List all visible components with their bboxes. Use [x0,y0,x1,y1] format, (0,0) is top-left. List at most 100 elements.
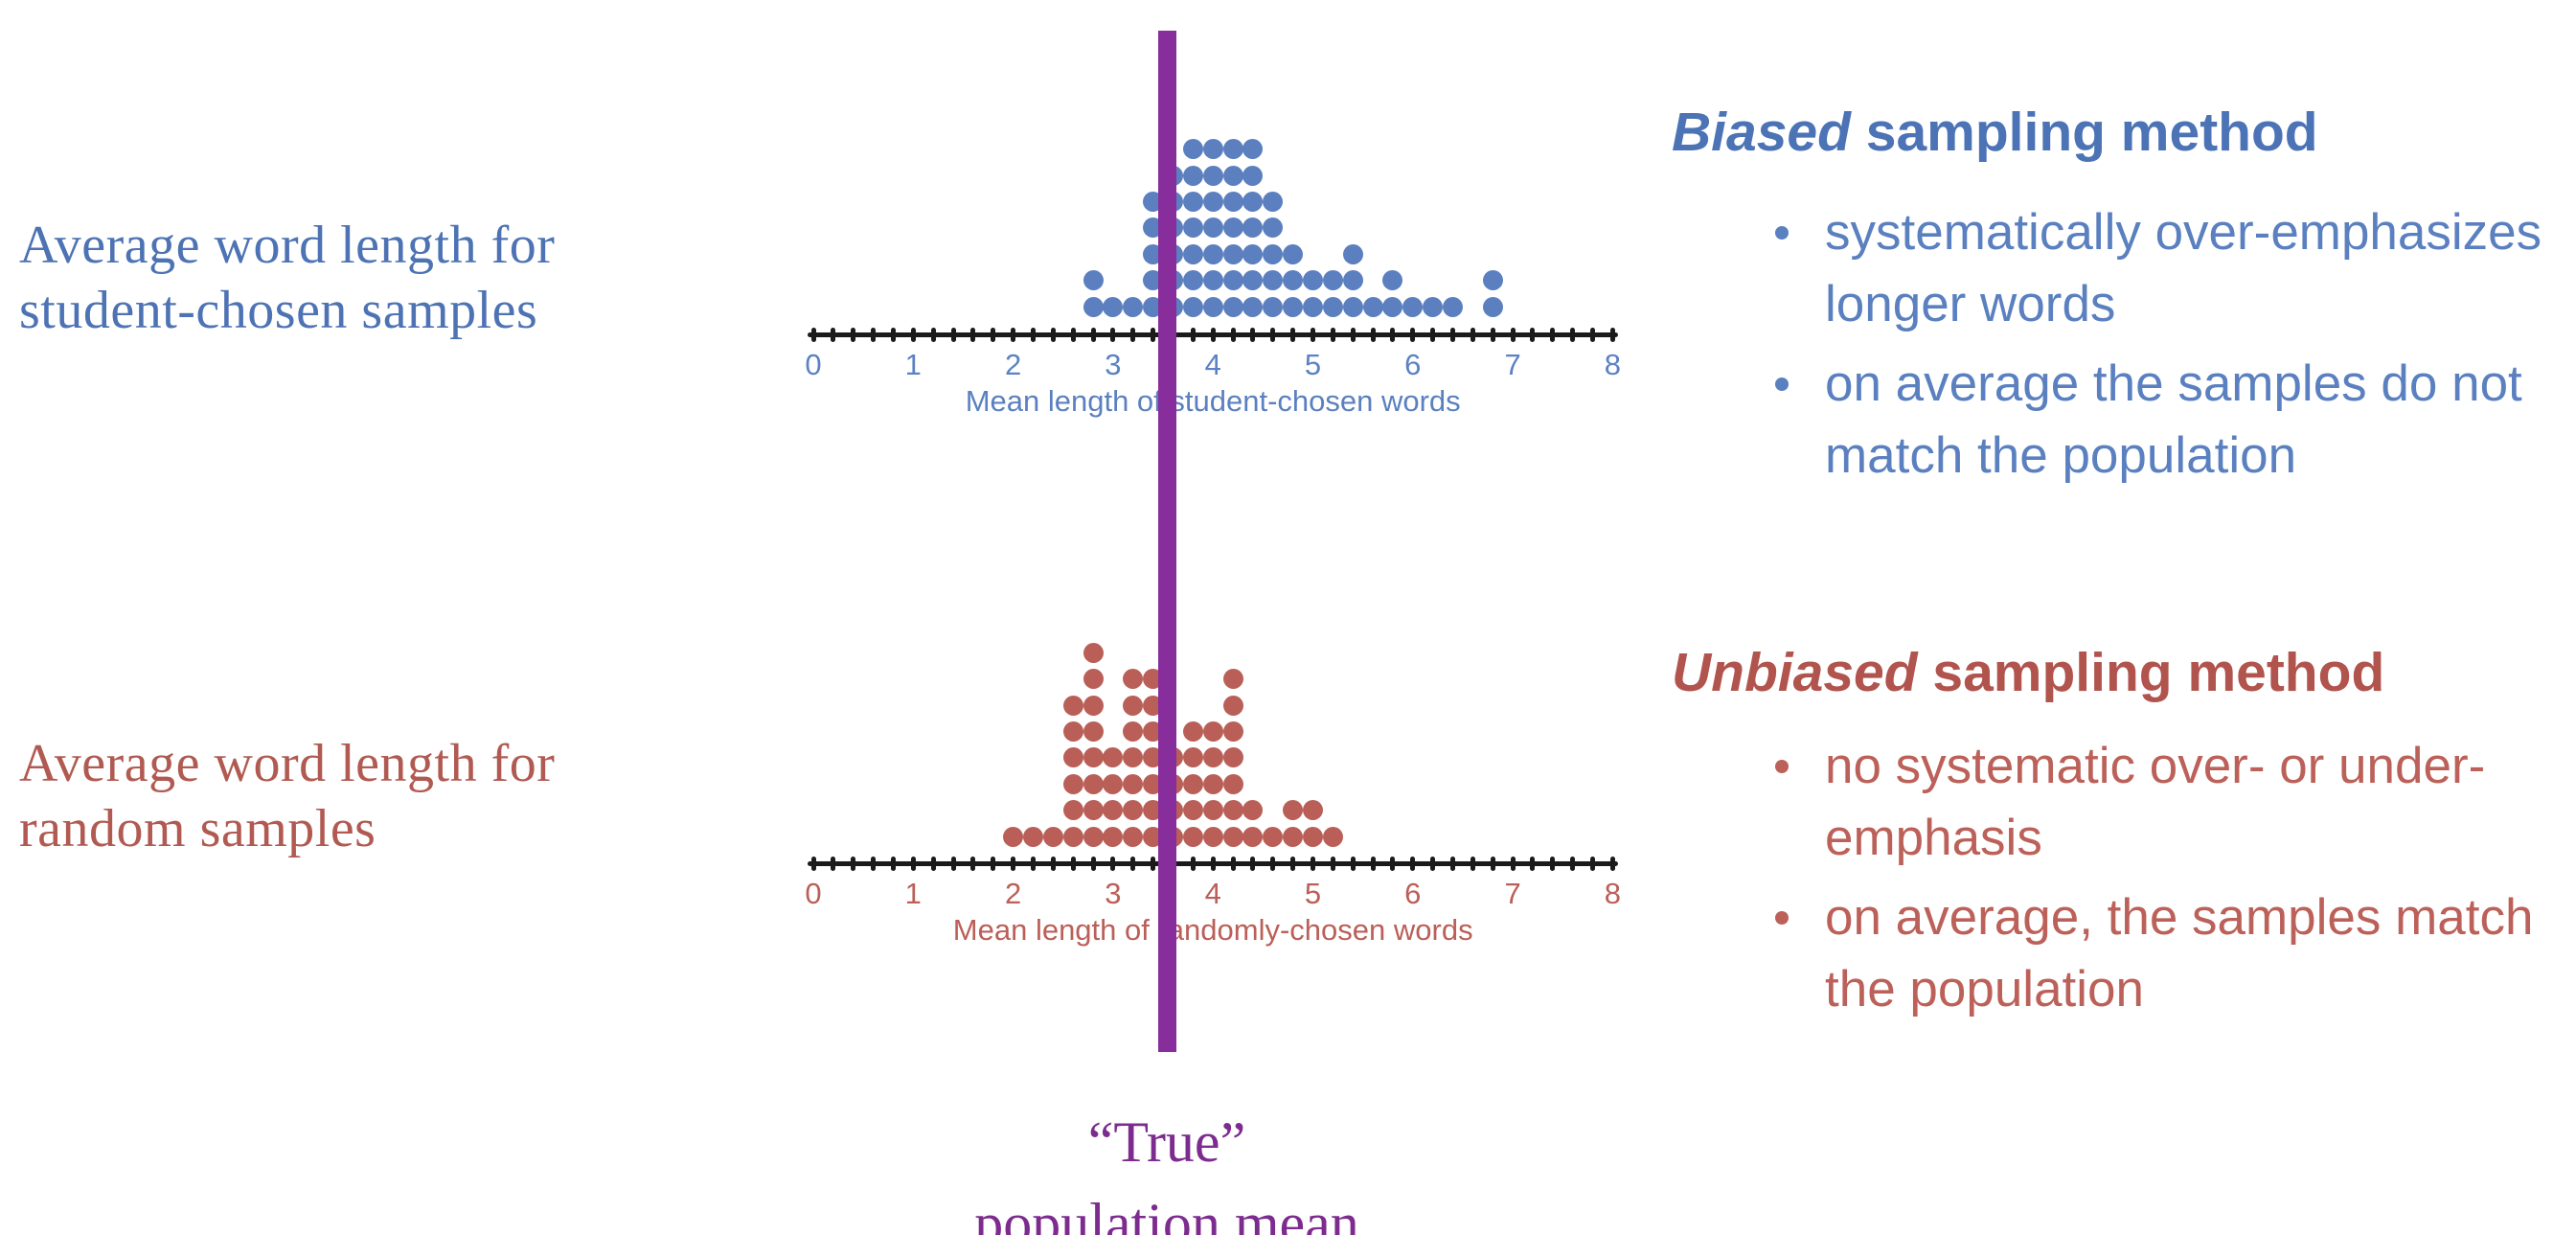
data-dot [1103,773,1124,794]
data-dot [1222,669,1243,690]
bullet-line: on average, the samples match [1825,889,2534,946]
data-dot [1242,165,1264,186]
x-axis-tick-label: 8 [1604,877,1622,910]
x-axis-tick-label: 6 [1404,348,1422,381]
population-mean-caption: “True” population mean [832,1102,1502,1235]
biased-heading: Biased sampling method [1672,101,2318,164]
data-dot [1263,243,1284,264]
x-axis-tick [1311,856,1315,871]
data-dot [1123,826,1144,847]
x-axis-tick [871,856,877,871]
data-dot [1083,773,1104,794]
x-axis-tick [810,327,816,342]
bullet-line: on average the samples do not [1825,355,2522,412]
data-dot [1022,826,1043,847]
data-dot [1342,270,1363,291]
bullet-line: emphasis [1825,810,2042,866]
x-axis-tick-label: 3 [1105,348,1122,381]
data-dot [1103,296,1124,317]
data-dot [1303,800,1323,821]
bullet-line: match the population [1825,427,2297,484]
x-axis-tick [930,856,936,871]
x-axis-tick-label: 4 [1204,877,1221,910]
data-dot [1083,826,1104,847]
bullet-line: the population [1825,961,2145,1018]
data-dot [1143,270,1164,291]
x-axis-title: Mean length of student-chosen words [965,384,1461,418]
data-dot [1242,296,1264,317]
data-dot [1222,720,1243,742]
data-dot [1423,296,1444,317]
data-dot [1143,217,1164,239]
data-dot [1143,243,1164,264]
unbiased-heading: Unbiased sampling method [1672,641,2384,704]
data-dot [1283,243,1304,264]
x-axis-tick [1210,327,1216,342]
x-axis-tick [1609,856,1615,871]
data-dot [1222,191,1243,212]
data-dot [1182,191,1203,212]
x-axis-tick [970,856,976,871]
x-axis-tick [1190,327,1196,342]
data-dot [1222,826,1243,847]
x-axis-tick [950,856,956,871]
data-dot [1283,270,1304,291]
x-axis-tick [1050,327,1056,342]
x-axis-tick [871,327,877,342]
data-dot [1342,243,1363,264]
data-dot [1202,800,1223,821]
x-axis-tick [1230,856,1236,871]
data-dot [1182,217,1203,239]
data-dot [1482,296,1503,317]
x-axis-tick [890,856,896,871]
x-axis-tick [930,327,936,342]
data-dot [1182,826,1203,847]
x-axis-tick [1430,856,1436,871]
x-axis-tick [1550,327,1556,342]
x-axis-tick [1410,856,1416,871]
x-axis-tick [1030,327,1036,342]
x-axis-tick [1050,856,1056,871]
data-dot [1062,695,1083,716]
data-dot [1482,270,1503,291]
x-axis-tick [1550,856,1556,871]
bullet-marker-icon [1775,226,1789,240]
data-dot [1342,296,1363,317]
data-dot [1263,217,1284,239]
data-dot [1283,296,1304,317]
data-dot [1283,800,1304,821]
x-axis-tick-label: 4 [1204,348,1221,381]
data-dot [1143,720,1164,742]
x-axis-tick-label: 8 [1604,348,1622,381]
data-dot [1222,270,1243,291]
x-axis-tick [851,327,856,342]
x-axis-tick-label: 7 [1504,877,1521,910]
x-axis-tick [1470,856,1475,871]
data-dot [1382,270,1403,291]
x-axis-tick [1090,856,1096,871]
data-dot [1182,139,1203,160]
data-dot [1222,695,1243,716]
x-axis-tick [1470,327,1475,342]
data-dot [1103,800,1124,821]
data-dot [1202,243,1223,264]
data-dot [1222,165,1243,186]
x-axis-tick-label: 7 [1504,348,1521,381]
data-dot [1143,669,1164,690]
data-dot [1143,747,1164,768]
data-dot [1263,270,1284,291]
data-dot [1083,270,1104,291]
x-axis-tick [1290,327,1296,342]
biased-heading-italic: Biased [1672,102,1851,163]
x-axis-tick [1350,327,1356,342]
x-axis-tick [831,856,836,871]
data-dot [1222,217,1243,239]
data-dot [1222,139,1243,160]
x-axis-tick [910,856,916,871]
data-dot [1242,243,1264,264]
x-axis-tick-label: 6 [1404,877,1422,910]
bullet-marker-icon [1775,911,1789,925]
